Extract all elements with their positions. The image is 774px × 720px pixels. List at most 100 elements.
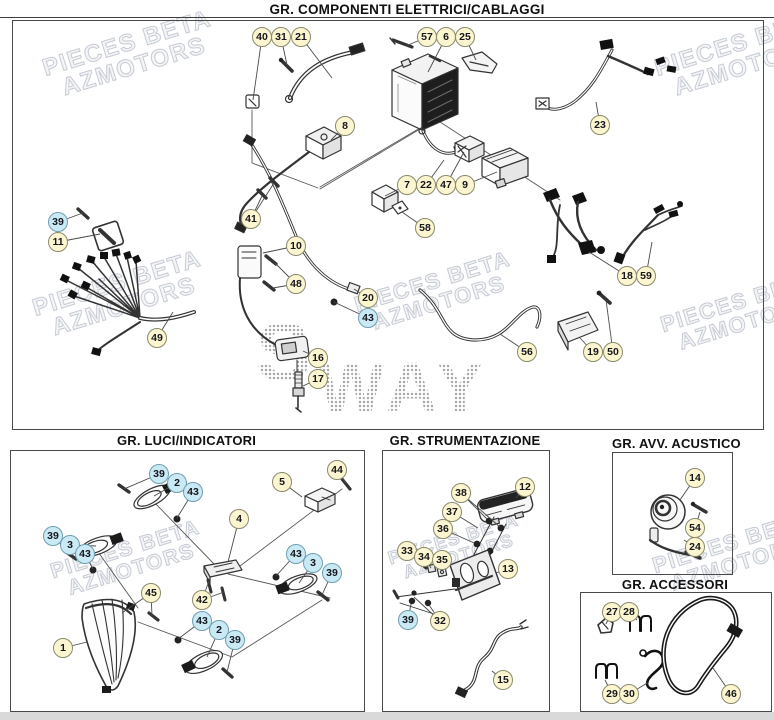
callout-45: 45 (141, 583, 161, 603)
callout-24: 24 (685, 537, 705, 557)
callout-18: 18 (617, 266, 637, 286)
page-bottom-strip (0, 712, 774, 720)
acustico-section-title: GR. AVV. ACUSTICO (612, 436, 741, 451)
callout-5: 5 (272, 472, 292, 492)
clamp-29-sketch (595, 663, 618, 679)
callout-23: 23 (590, 115, 610, 135)
strumentazione-section-title: GR. STRUMENTAZIONE (389, 433, 541, 448)
title-underline (0, 16, 774, 18)
callout-30: 30 (619, 684, 639, 704)
indicator-bolt-4 (221, 667, 234, 679)
callout-47: 47 (436, 175, 456, 195)
part-58-sketch (391, 200, 409, 215)
callout-40: 40 (252, 27, 272, 47)
callout-12: 12 (515, 477, 535, 497)
battery-sketch (391, 53, 459, 131)
main-section-box (12, 20, 764, 430)
callout-28: 28 (619, 602, 639, 622)
acustico-section-box (612, 452, 733, 575)
callout-9: 9 (455, 175, 475, 195)
callout-54: 54 (685, 518, 705, 538)
callout-58: 58 (415, 218, 435, 238)
callout-36: 36 (433, 519, 453, 539)
callout-14: 14 (685, 468, 705, 488)
callout-10: 10 (286, 236, 306, 256)
indicator-rear-right-sketch (275, 573, 318, 595)
part-11-sketch (76, 207, 125, 252)
callout-43: 43 (192, 611, 212, 631)
callout-4: 4 (229, 509, 249, 529)
horn-sketch (648, 494, 708, 560)
leader-line (252, 36, 263, 101)
callout-43: 43 (75, 544, 95, 564)
accessori-section-title: GR. ACCESSORI (621, 577, 729, 592)
callout-32: 32 (430, 611, 450, 631)
callout-43: 43 (183, 482, 203, 502)
connector-47-sketch (454, 135, 485, 163)
callout-38: 38 (451, 483, 471, 503)
callout-48: 48 (286, 274, 306, 294)
bolt-31-sketch (278, 57, 294, 73)
speedo-sketch (476, 488, 534, 526)
indicator-bolt-1 (117, 483, 131, 494)
callout-37: 37 (442, 502, 462, 522)
callout-44: 44 (327, 460, 347, 480)
callout-50: 50 (603, 342, 623, 362)
lower-hardware (392, 588, 456, 615)
callout-6: 6 (436, 27, 456, 47)
dotted-watermark-text: WAY (318, 348, 490, 426)
part-19-sketch (557, 290, 612, 351)
callout-35: 35 (432, 550, 452, 570)
headlight-mask-sketch (81, 598, 160, 693)
callout-8: 8 (335, 116, 355, 136)
speedo-bracket-sketch (449, 549, 501, 601)
callout-57: 57 (417, 27, 437, 47)
main-section-title: GR. COMPONENTI ELETTRICI/CABLAGGI (269, 2, 545, 17)
callout-59: 59 (636, 266, 656, 286)
main-harness-49-sketch (59, 248, 196, 357)
callout-49: 49 (147, 328, 167, 348)
callout-19: 19 (583, 342, 603, 362)
accessori-section-box (580, 592, 772, 712)
callout-39: 39 (322, 563, 342, 583)
callout-11: 11 (48, 232, 68, 252)
callout-13: 13 (498, 559, 518, 579)
harness-18-sketch (543, 188, 605, 263)
battery-cable-sketch (284, 42, 366, 104)
indicator-front-right-sketch (181, 649, 224, 675)
coil-bracket-sketch (237, 245, 278, 346)
callout-39: 39 (225, 630, 245, 650)
callout-17: 17 (308, 369, 328, 389)
callout-20: 20 (358, 288, 378, 308)
callout-46: 46 (721, 684, 741, 704)
cable-15-sketch (454, 619, 529, 699)
battery-cover-sketch (461, 51, 498, 74)
callout-2: 2 (209, 620, 229, 640)
strumentazione-section-box (382, 450, 550, 712)
plate-light-sketch (304, 477, 352, 513)
strap-46-sketch (661, 595, 744, 696)
callout-42: 42 (192, 590, 212, 610)
hook-30-sketch (639, 649, 665, 691)
callout-16: 16 (308, 348, 328, 368)
callout-43: 43 (286, 544, 306, 564)
callout-39: 39 (43, 526, 63, 546)
callout-21: 21 (291, 27, 311, 47)
callout-1: 1 (53, 638, 73, 658)
luci-section-title: GR. LUCI/INDICATORI (116, 433, 257, 448)
ignition-coil-sketch (274, 335, 310, 373)
callout-3: 3 (303, 553, 323, 573)
callout-15: 15 (493, 670, 513, 690)
callout-31: 31 (271, 27, 291, 47)
cable-56-sketch (418, 288, 542, 342)
ecu-sketch (481, 147, 529, 189)
battery-screw-sketch (389, 37, 414, 49)
indicator-bolt-3 (316, 590, 330, 602)
callout-39: 39 (48, 212, 68, 232)
callout-27: 27 (602, 602, 622, 622)
callout-39: 39 (398, 610, 418, 630)
indicator-nuts (89, 515, 280, 644)
